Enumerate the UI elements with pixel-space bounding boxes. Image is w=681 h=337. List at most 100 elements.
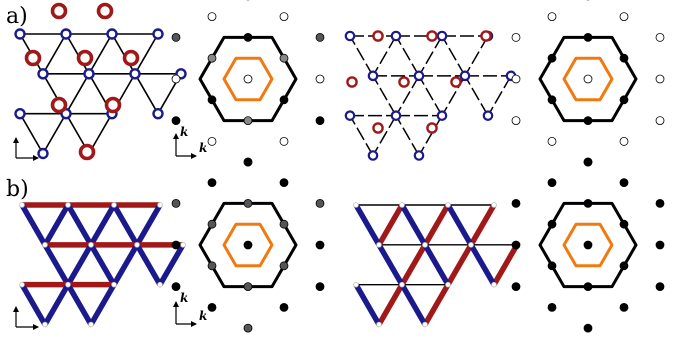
site <box>111 281 117 288</box>
bond <box>422 243 451 287</box>
bragg-peak <box>583 323 593 333</box>
bond <box>376 243 405 287</box>
site <box>19 281 25 288</box>
reduced-zone-hexagon <box>222 56 274 102</box>
bond <box>19 113 44 154</box>
bond <box>42 283 71 326</box>
bragg-peak <box>207 261 217 271</box>
bragg-peak <box>619 219 629 229</box>
bragg-peak <box>207 136 217 146</box>
site-blue <box>152 107 164 120</box>
bragg-peak <box>655 33 665 42</box>
bragg-peak <box>243 198 253 208</box>
bond <box>418 115 443 156</box>
reduced-zone-hexagon <box>562 222 614 268</box>
site-red <box>480 30 492 42</box>
site-blue <box>413 70 425 82</box>
bragg-peak <box>207 12 217 22</box>
bragg-peak <box>619 261 629 271</box>
bragg-peak <box>279 178 289 188</box>
bragg-peak <box>511 282 521 292</box>
bond <box>395 35 420 77</box>
bragg-peak <box>315 74 325 84</box>
site-red <box>50 2 68 20</box>
bond <box>111 33 136 75</box>
site <box>491 202 497 208</box>
bragg-peak <box>171 282 181 292</box>
site <box>353 281 359 288</box>
bragg-peak <box>511 74 521 84</box>
bond <box>353 203 382 247</box>
bragg-peak <box>583 198 593 208</box>
bragg-peak <box>243 282 253 292</box>
site-blue <box>14 28 26 40</box>
bragg-peak <box>171 240 181 250</box>
site <box>134 242 140 248</box>
bragg-peak <box>583 33 593 42</box>
bond <box>88 283 117 326</box>
brillouin-zone-a1 <box>171 0 325 167</box>
bond <box>65 243 94 287</box>
bragg-peak <box>315 198 325 208</box>
bond <box>468 203 497 247</box>
site-blue <box>482 110 494 121</box>
bond <box>468 243 497 287</box>
bond <box>42 203 71 247</box>
site <box>88 242 94 248</box>
bond <box>376 203 405 247</box>
bragg-peak <box>547 136 557 146</box>
site <box>157 281 163 288</box>
kagome-lattice-a1 <box>14 2 187 161</box>
kagome-lattice-a2 <box>344 30 517 161</box>
bond <box>65 33 90 75</box>
site-blue <box>344 110 356 121</box>
bond <box>399 243 428 287</box>
brillouin-zone-hexagon <box>198 201 298 289</box>
site <box>42 242 48 248</box>
site <box>180 242 186 248</box>
site-blue <box>83 68 95 80</box>
site-red <box>372 122 384 134</box>
site <box>111 202 117 208</box>
bond <box>42 243 71 287</box>
site <box>445 202 451 208</box>
bragg-peak <box>511 33 521 42</box>
site-red <box>398 76 410 88</box>
bragg-peak <box>619 178 629 188</box>
bond <box>422 283 451 326</box>
kagome-lattice-b2 <box>353 202 520 328</box>
bragg-peak <box>511 240 521 250</box>
bragg-peak <box>315 116 325 125</box>
site-blue <box>344 30 356 42</box>
bond <box>111 203 140 247</box>
bragg-peak <box>279 53 289 63</box>
bragg-peak <box>655 116 665 125</box>
bond <box>395 75 420 117</box>
bond <box>445 243 474 287</box>
k-space-axes-a: k k <box>173 125 207 159</box>
bragg-peak <box>547 219 557 229</box>
bond <box>441 35 466 77</box>
bond <box>376 283 405 326</box>
bragg-peak <box>243 116 253 125</box>
bragg-peak <box>547 302 557 312</box>
bragg-peak <box>619 12 629 22</box>
site <box>353 202 359 208</box>
bragg-peak <box>315 33 325 42</box>
bragg-peak <box>171 198 181 208</box>
bragg-peak <box>279 261 289 271</box>
bond <box>464 35 489 77</box>
center-peak <box>583 240 593 250</box>
bragg-peak <box>207 302 217 312</box>
site <box>42 321 48 328</box>
bragg-peak <box>207 95 217 105</box>
site-blue <box>436 30 448 42</box>
center-peak <box>243 240 253 250</box>
bragg-peak <box>619 53 629 63</box>
bragg-peak <box>655 198 665 208</box>
bragg-peak <box>279 219 289 229</box>
bragg-peak <box>655 74 665 84</box>
brillouin-zone-hexagon <box>538 201 638 289</box>
bond <box>372 115 397 156</box>
site-blue <box>60 28 72 40</box>
